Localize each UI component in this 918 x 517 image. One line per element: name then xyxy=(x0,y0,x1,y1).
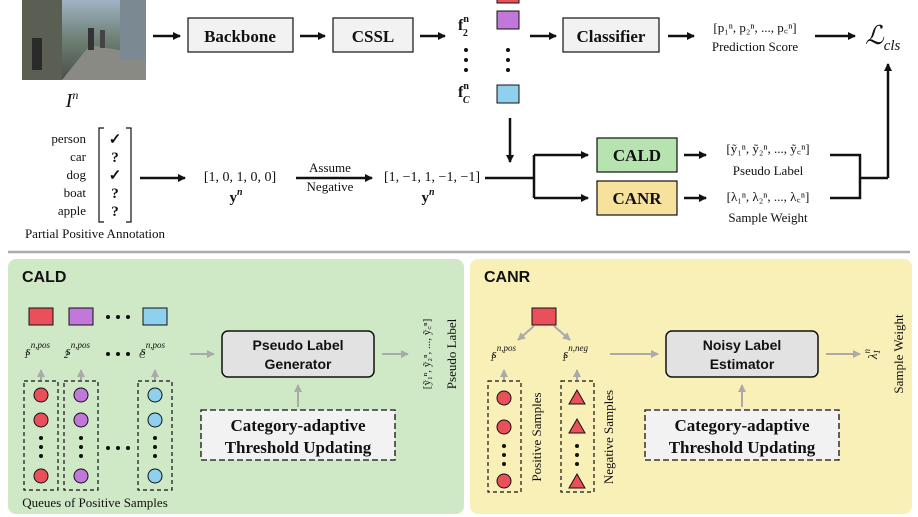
classifier-box xyxy=(562,17,660,53)
category-dog: dog xyxy=(67,167,87,182)
canr-arrow-neg xyxy=(553,325,571,341)
cssl-label: CSSL xyxy=(352,27,395,46)
canr-arrow-pos xyxy=(517,325,535,341)
cald-feature-ellipsis xyxy=(106,315,130,319)
mark-dog: ✓ xyxy=(109,168,122,184)
cald-threshold-line1: Category-adaptive xyxy=(230,416,365,435)
input-image xyxy=(22,0,146,80)
cald-feature-purple xyxy=(68,307,94,326)
feature-ellipsis-left xyxy=(464,48,468,72)
cald-queue-red xyxy=(23,380,59,491)
annotation-bracket-right xyxy=(126,127,132,223)
pseudo-label-caption: Pseudo Label xyxy=(733,163,804,178)
classifier-label: Classifier xyxy=(577,27,646,46)
backbone-label: Backbone xyxy=(204,27,276,46)
canr-panel-title: CANR xyxy=(484,269,531,286)
canr-module-box xyxy=(596,180,678,216)
canr-negative-caption: Negative Samples xyxy=(601,390,616,484)
cssl-box xyxy=(332,17,414,53)
estimator-line1: Noisy Label xyxy=(703,337,782,353)
category-car: car xyxy=(70,149,87,164)
cald-score-ellipsis xyxy=(106,352,130,356)
annotation-bracket-left xyxy=(98,127,104,223)
pseudo-label-vector: [ỹ₁ⁿ, ỹ₂ⁿ, ..., ỹ꜀ⁿ] xyxy=(726,141,809,156)
generator-line2: Generator xyxy=(265,356,332,372)
prediction-vector: [p₁ⁿ, p₂ⁿ, ..., p꜀ⁿ] xyxy=(713,20,796,35)
cald-threshold-box xyxy=(200,409,396,461)
negative-vector: [1, −1, 1, −1, −1] xyxy=(384,170,480,185)
feature-f1-square xyxy=(496,0,520,4)
label-y: yn xyxy=(229,187,243,206)
cald-output-label: Pseudo Label xyxy=(444,318,459,389)
feature-f2-square xyxy=(496,10,520,30)
canr-output-label: Sample Weight xyxy=(891,314,906,394)
annotation-marks: ✓ ? ✓ ? ? xyxy=(109,132,122,220)
canr-threshold-line2: Threshold Updating xyxy=(669,438,816,457)
canr-positive-queue xyxy=(487,380,522,493)
cald-output-vector: [ỹ₁ⁿ, ỹ₂ⁿ, ..., ỹ꜀ⁿ] xyxy=(421,319,433,389)
canr-threshold-line1: Category-adaptive xyxy=(674,416,809,435)
canr-module-label: CANR xyxy=(612,189,662,208)
cald-queue-purple xyxy=(63,380,99,491)
backbone-box xyxy=(187,17,294,53)
generator-line1: Pseudo Label xyxy=(252,337,343,353)
annotation-caption: Partial Positive Annotation xyxy=(25,226,166,241)
category-boat: boat xyxy=(64,185,87,200)
mark-person: ✓ xyxy=(109,132,122,148)
mark-car: ? xyxy=(111,150,119,166)
cald-module-box xyxy=(596,137,678,173)
annotation-categories: person car dog boat apple xyxy=(51,131,86,218)
canr-positive-caption: Positive Samples xyxy=(529,392,544,481)
mark-apple: ? xyxy=(111,204,119,220)
negative-y: yn xyxy=(421,187,435,206)
canr-threshold-box xyxy=(644,409,840,461)
image-label: In xyxy=(65,88,79,112)
cald-queue-blue xyxy=(137,380,173,491)
feature-ellipsis-right xyxy=(506,48,510,72)
cald-queue-ellipsis xyxy=(106,446,130,450)
cald-module-label: CALD xyxy=(613,146,661,165)
cald-panel-title: CALD xyxy=(22,269,66,286)
category-person: person xyxy=(51,131,86,146)
connector-outputs xyxy=(830,153,862,200)
cald-queue-arrows xyxy=(37,369,159,380)
noisy-label-estimator-box xyxy=(665,330,819,378)
canr-output-symbol: λn1 xyxy=(862,348,882,360)
category-apple: apple xyxy=(58,203,86,218)
sample-weight-vector: [λ₁ⁿ, λ₂ⁿ, ..., λ꜀ⁿ] xyxy=(727,189,810,204)
canr-feature-red xyxy=(531,307,557,326)
cald-queues-caption: Queues of Positive Samples xyxy=(22,495,168,510)
loss-label: ℒcls xyxy=(865,21,901,54)
prediction-score-label: Prediction Score xyxy=(712,39,799,54)
assume-label-top: Assume xyxy=(309,160,351,175)
cald-threshold-line2: Threshold Updating xyxy=(225,438,372,457)
feature-fC-square xyxy=(496,84,520,104)
mark-boat: ? xyxy=(111,186,119,202)
label-vector: [1, 0, 1, 0, 0] xyxy=(204,170,276,185)
cald-feature-blue xyxy=(142,307,168,326)
pseudo-label-generator-box xyxy=(221,330,375,378)
canr-negative-queue xyxy=(560,380,595,493)
sample-weight-caption: Sample Weight xyxy=(728,210,808,225)
assume-label-bottom: Negative xyxy=(307,179,354,194)
estimator-line2: Estimator xyxy=(710,356,775,372)
cald-feature-red xyxy=(28,307,54,326)
